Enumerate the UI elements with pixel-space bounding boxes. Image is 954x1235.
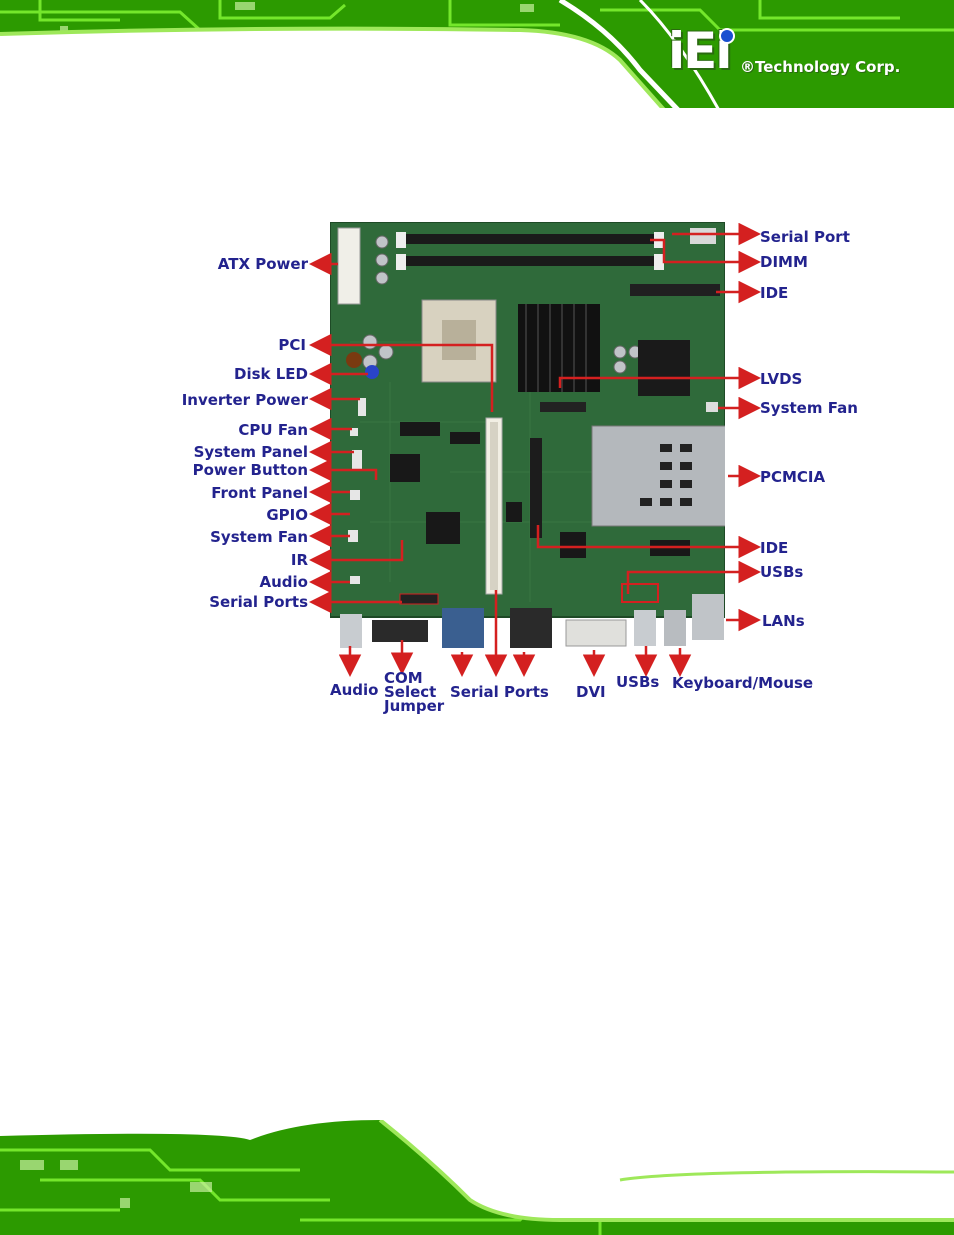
label-select-line: Select xyxy=(384,683,437,701)
label-com-select-jumper: COM Select Jumper xyxy=(384,669,445,715)
label-serial-port: Serial Port xyxy=(760,228,850,246)
label-ir: IR xyxy=(290,551,308,569)
label-system-fan-left: System Fan xyxy=(210,528,308,546)
logo-dot-icon xyxy=(719,28,735,44)
label-front-panel: Front Panel xyxy=(211,484,308,502)
label-pcmcia: PCMCIA xyxy=(760,468,826,486)
label-usbs-bottom: USBs xyxy=(616,673,660,691)
label-ide-top: IDE xyxy=(760,284,789,302)
label-usbs-right: USBs xyxy=(760,563,804,581)
label-dimm: DIMM xyxy=(760,253,808,271)
label-system-panel: System Panel xyxy=(193,443,308,461)
footer-banner xyxy=(0,1120,954,1235)
label-dvi: DVI xyxy=(576,683,606,701)
motherboard-image xyxy=(330,222,725,648)
label-atx-power: ATX Power xyxy=(217,255,308,273)
label-lans: LANs xyxy=(762,612,805,630)
label-com-line: COM xyxy=(384,669,423,687)
label-pci: PCI xyxy=(278,336,306,354)
circuit-board-header-graphic xyxy=(0,0,954,112)
label-cpu-fan: CPU Fan xyxy=(238,421,308,439)
label-serial-ports-bottom: Serial Ports xyxy=(450,683,549,701)
label-gpio: GPIO xyxy=(266,506,308,524)
label-ide-mid: IDE xyxy=(760,539,789,557)
label-inverter-power: Inverter Power xyxy=(181,391,308,409)
company-name: ®Technology Corp. xyxy=(740,58,901,76)
label-lvds: LVDS xyxy=(760,370,803,388)
label-disk-led: Disk LED xyxy=(234,365,308,383)
label-audio-left: Audio xyxy=(259,573,308,591)
label-audio-bottom: Audio xyxy=(330,681,379,699)
label-jumper-line: Jumper xyxy=(384,697,445,715)
label-system-fan-right: System Fan xyxy=(760,399,858,417)
header-banner: iEi ®Technology Corp. xyxy=(0,0,954,112)
circuit-board-footer-graphic xyxy=(0,1120,954,1235)
label-power-button: Power Button xyxy=(192,461,308,479)
label-keyboard-mouse: Keyboard/Mouse xyxy=(672,674,814,692)
label-serial-ports-left: Serial Ports xyxy=(209,593,308,611)
